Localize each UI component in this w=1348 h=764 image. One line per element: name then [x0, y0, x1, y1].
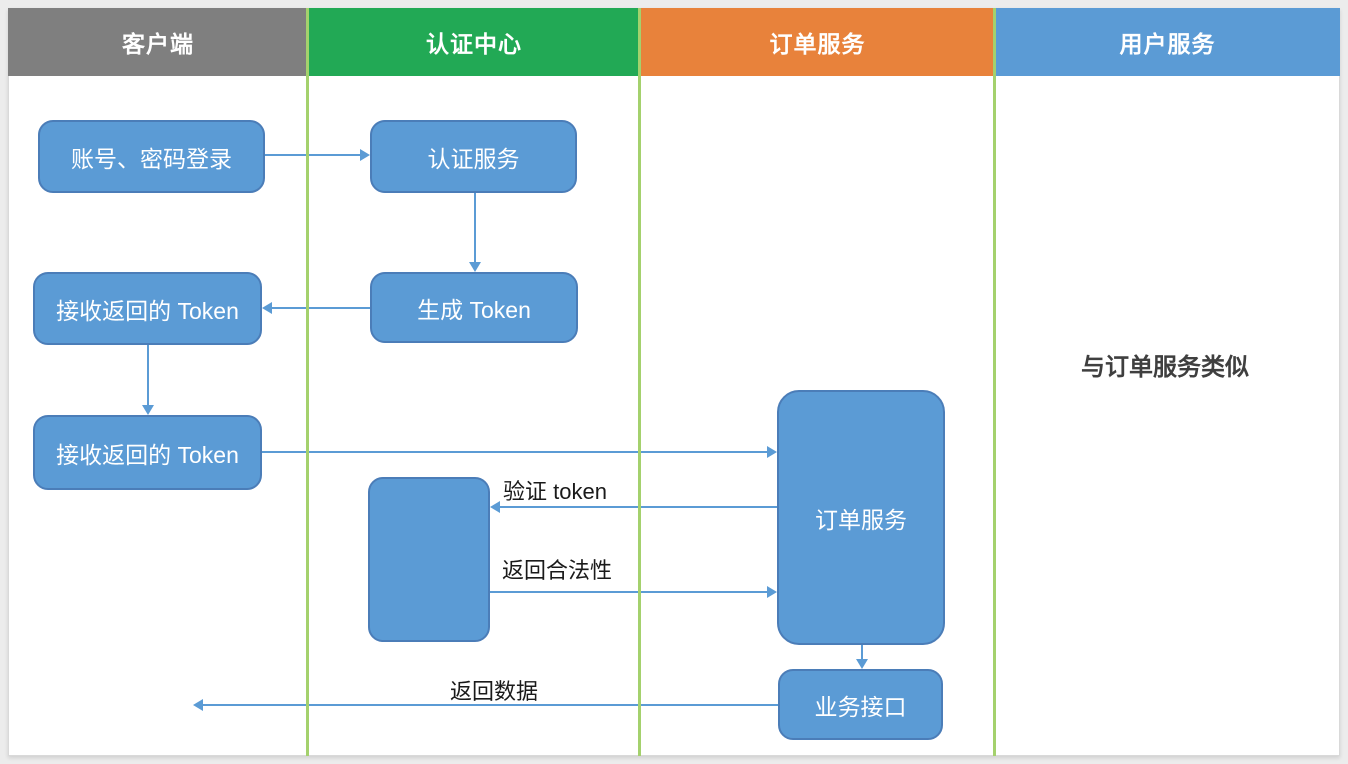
node-receive-token-1: 接收返回的 Token [33, 272, 262, 345]
node-generate-token: 生成 Token [370, 272, 578, 343]
edge-gentoken-to-recvtoken1-arrowhead-icon [262, 302, 272, 314]
edge-recvtoken2-to-orderservice-arrowhead-icon [767, 446, 777, 458]
node-account-password-login: 账号、密码登录 [38, 120, 265, 193]
lane-header-auth-center-label: 认证中心 [426, 31, 522, 57]
lane-divider-1 [306, 8, 309, 756]
edge-orderservice-to-bizapi-arrowhead-icon [856, 659, 868, 669]
edge-recvtoken1-to-recvtoken2 [147, 345, 149, 407]
edge-label-verify-token: 验证 token [503, 479, 607, 504]
lane-header-client: 客户端 [8, 8, 308, 76]
note-user-service-similar: 与订单服务类似 [1081, 354, 1249, 381]
lane-header-order-service: 订单服务 [640, 8, 995, 76]
edge-authservice-to-gentoken-arrowhead-icon [469, 262, 481, 272]
edge-recvtoken1-to-recvtoken2-arrowhead-icon [142, 405, 154, 415]
lane-header-user-service-label: 用户服务 [1119, 31, 1216, 57]
node-token-validator-empty [368, 477, 490, 642]
lane-header-client-label: 客户端 [122, 31, 194, 57]
node-business-api: 业务接口 [778, 669, 943, 740]
edge-orderservice-to-validator-arrowhead-icon [490, 501, 500, 513]
lane-header-user-service: 用户服务 [995, 8, 1340, 76]
edge-login-to-authservice-arrowhead-icon [360, 149, 370, 161]
lane-divider-2 [638, 8, 641, 756]
lane-header-order-service-label: 订单服务 [769, 31, 866, 57]
edge-bizapi-return-data-arrowhead-icon [193, 699, 203, 711]
edge-bizapi-return-data [203, 704, 778, 706]
lane-divider-3 [993, 8, 996, 756]
edge-recvtoken2-to-orderservice [262, 451, 769, 453]
node-receive-token-2: 接收返回的 Token [33, 415, 262, 490]
lane-header-auth-center: 认证中心 [308, 8, 640, 76]
edge-label-return-data: 返回数据 [449, 679, 538, 704]
node-auth-service: 认证服务 [370, 120, 577, 193]
edge-authservice-to-gentoken [474, 193, 476, 264]
edge-orderservice-to-bizapi [861, 645, 863, 661]
edge-gentoken-to-recvtoken1 [272, 307, 370, 309]
edge-validator-to-orderservice [490, 591, 769, 593]
edge-label-return-validity: 返回合法性 [501, 558, 612, 583]
edge-validator-to-orderservice-arrowhead-icon [767, 586, 777, 598]
edge-login-to-authservice [265, 154, 361, 156]
node-order-service: 订单服务 [777, 390, 945, 645]
